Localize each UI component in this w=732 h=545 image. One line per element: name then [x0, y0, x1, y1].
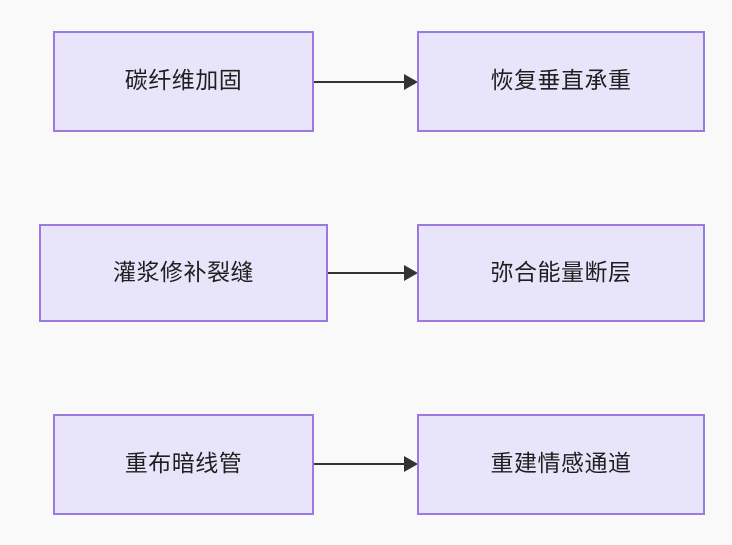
arrowhead-icon — [404, 74, 418, 90]
edge-grout-to-energy — [328, 265, 418, 281]
arrowhead-icon — [404, 265, 418, 281]
node-restore-vertical-load[interactable]: 恢复垂直承重 — [417, 31, 705, 132]
node-heal-energy-fault[interactable]: 弥合能量断层 — [417, 224, 705, 322]
edge-wiring-to-emotion — [314, 456, 418, 472]
node-rebuild-emotional-channel[interactable]: 重建情感通道 — [417, 414, 705, 515]
node-grout-crack-repair[interactable]: 灌浆修补裂缝 — [39, 224, 328, 322]
edge-carbon-to-vertical — [314, 74, 418, 90]
node-carbon-fiber-reinforcement[interactable]: 碳纤维加固 — [53, 31, 314, 132]
node-rewire-concealed-conduit[interactable]: 重布暗线管 — [53, 414, 314, 515]
arrowhead-icon — [404, 456, 418, 472]
